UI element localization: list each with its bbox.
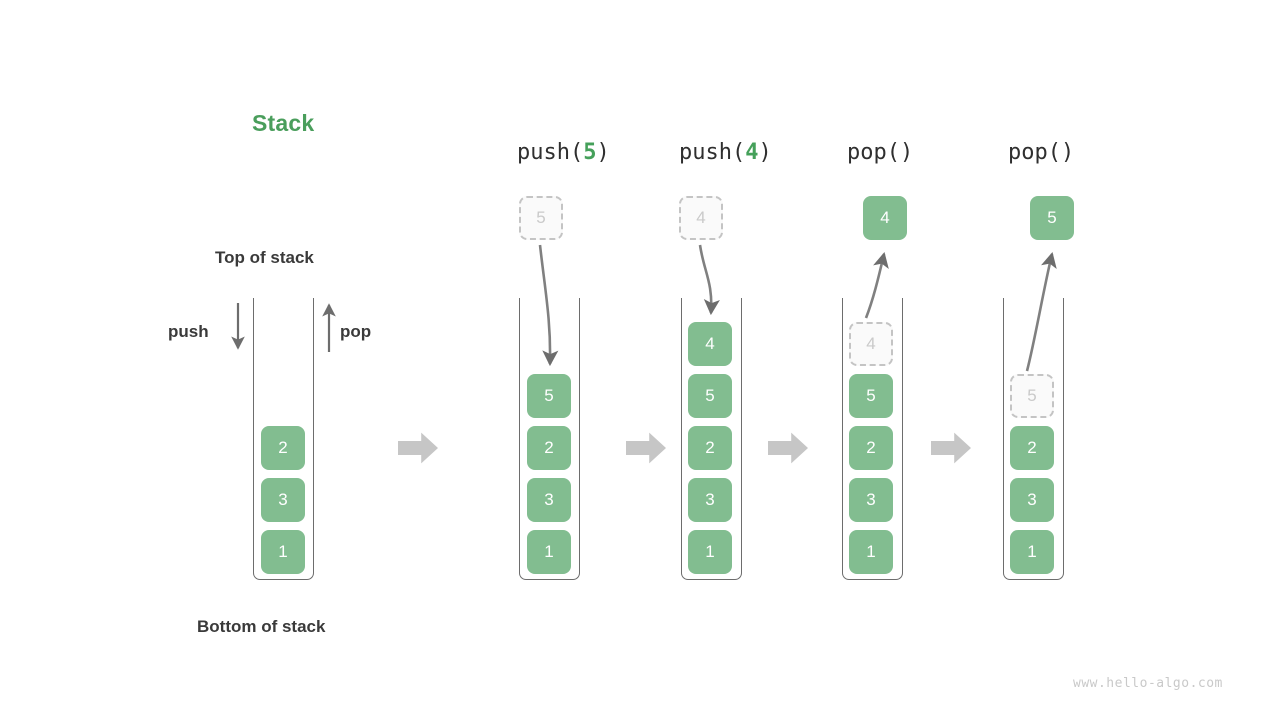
stack-cell: 3	[849, 478, 893, 522]
op-suffix: )	[758, 140, 772, 165]
pop-label: pop	[340, 322, 372, 341]
stack-container-push-4	[681, 298, 742, 580]
op-arg: 4	[745, 140, 759, 165]
push-label: push	[168, 322, 209, 341]
stack-cell: 2	[688, 426, 732, 470]
stack-cell: 1	[688, 530, 732, 574]
top-of-stack-label: Top of stack	[215, 248, 314, 267]
popped-cell: 4	[863, 196, 907, 240]
op-label-push-4: push(4)	[679, 140, 772, 165]
stack-cell: 1	[1010, 530, 1054, 574]
stack-cell: 2	[527, 426, 571, 470]
stack-cell: 5	[849, 374, 893, 418]
stack-cell: 3	[688, 478, 732, 522]
stack-cell: 1	[261, 530, 305, 574]
page-title: Stack	[252, 110, 315, 136]
stack-cell: 2	[1010, 426, 1054, 470]
incoming-cell-ghost: 5	[519, 196, 563, 240]
step-arrow-icon	[931, 432, 971, 464]
incoming-cell-ghost: 4	[679, 196, 723, 240]
op-label-pop-1: pop()	[847, 140, 913, 165]
popped-cell: 5	[1030, 196, 1074, 240]
bottom-of-stack-label: Bottom of stack	[197, 617, 326, 636]
op-suffix: )	[596, 140, 610, 165]
stack-cell: 5	[527, 374, 571, 418]
stack-cell: 3	[1010, 478, 1054, 522]
stack-cell: 3	[261, 478, 305, 522]
op-text: push(	[517, 140, 584, 165]
stack-cell: 5	[688, 374, 732, 418]
step-arrow-icon	[768, 432, 808, 464]
stack-container-push-5	[519, 298, 580, 580]
op-label-pop-2: pop()	[1008, 140, 1074, 165]
stack-container-initial	[253, 298, 314, 580]
stack-cell: 2	[849, 426, 893, 470]
op-text: push(	[679, 140, 746, 165]
watermark: www.hello-algo.com	[1073, 676, 1223, 691]
op-arg: 5	[583, 140, 597, 165]
step-arrow-icon	[626, 432, 666, 464]
removed-cell-ghost: 4	[849, 322, 893, 366]
op-label-push-5: push(5)	[517, 140, 610, 165]
stack-cell: 2	[261, 426, 305, 470]
stack-cell: 1	[849, 530, 893, 574]
step-arrow-icon	[398, 432, 438, 464]
op-text: pop()	[847, 140, 914, 165]
stack-cell: 4	[688, 322, 732, 366]
stack-container-pop-1	[842, 298, 903, 580]
stack-cell: 1	[527, 530, 571, 574]
op-text: pop()	[1008, 140, 1075, 165]
stack-cell: 3	[527, 478, 571, 522]
removed-cell-ghost: 5	[1010, 374, 1054, 418]
stack-container-pop-2	[1003, 298, 1064, 580]
